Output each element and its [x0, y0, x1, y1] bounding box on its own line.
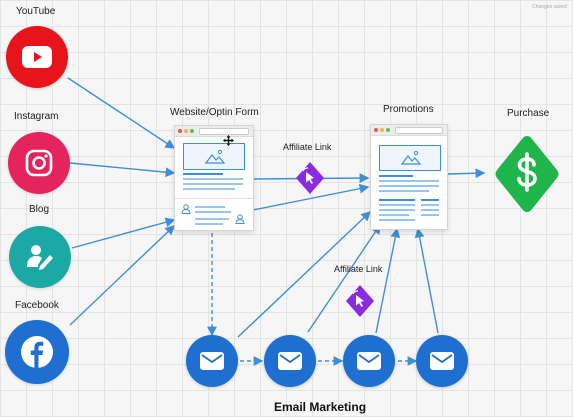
envelope-icon-3: [357, 352, 381, 370]
affiliate-link-label-2: Affiliate Link: [334, 264, 383, 274]
envelope-icon-4: [430, 352, 454, 370]
arrow-youtube-optin: [67, 77, 176, 149]
arrow-blog-optin: [71, 217, 176, 249]
blog-node: [9, 226, 71, 288]
status-note: Changes saved: [532, 4, 567, 10]
envelope-icon-2: [278, 352, 302, 370]
optin-form-label: Website/Optin Form: [170, 107, 259, 118]
youtube-label: YouTube: [16, 6, 56, 17]
facebook-label: Facebook: [15, 300, 59, 311]
affiliate-link-node: [296, 162, 324, 194]
affiliate-link-node-2: [346, 285, 374, 317]
youtube-icon: [22, 46, 52, 68]
arrow-email4-promotions: [414, 227, 439, 334]
user-icon: [181, 204, 191, 214]
email-node-1: [186, 335, 238, 387]
envelope-icon: [200, 352, 224, 370]
facebook-node: [5, 320, 69, 384]
image-placeholder: [183, 143, 245, 170]
click-pointer-icon-2: [352, 290, 364, 307]
purchase-node: [495, 136, 559, 212]
arrow-email2-promotions: [307, 223, 381, 333]
email-marketing-title: Email Marketing: [274, 400, 367, 414]
facebook-icon: [21, 336, 53, 368]
email-node-4: [416, 335, 468, 387]
user-icon-2: [235, 214, 245, 224]
arrow-promotions-purchase: [447, 168, 486, 179]
instagram-node: [8, 132, 70, 194]
blog-icon: [27, 245, 53, 270]
arrow-facebook-optin: [69, 225, 176, 326]
arrow-optin-promotions-2: [252, 183, 370, 211]
arrow-instagram-optin: [69, 162, 176, 178]
affiliate-link-label: Affiliate Link: [283, 142, 332, 152]
promotions-label: Promotions: [383, 104, 434, 115]
optin-form-page: [174, 125, 254, 231]
youtube-node: [6, 26, 68, 88]
dollar-icon: [517, 152, 537, 192]
image-placeholder-2: [379, 145, 441, 171]
promotions-page: [370, 124, 448, 230]
instagram-icon: [25, 149, 53, 177]
arrow-email3-promotions: [375, 227, 401, 334]
blog-label: Blog: [29, 204, 50, 215]
arrow-email1-promotions: [237, 211, 372, 338]
move-cursor-icon: [223, 135, 234, 146]
purchase-label: Purchase: [507, 108, 550, 119]
email-node-2: [264, 335, 316, 387]
email-node-3: [343, 335, 395, 387]
instagram-label: Instagram: [14, 111, 59, 122]
click-pointer-icon: [302, 167, 314, 184]
